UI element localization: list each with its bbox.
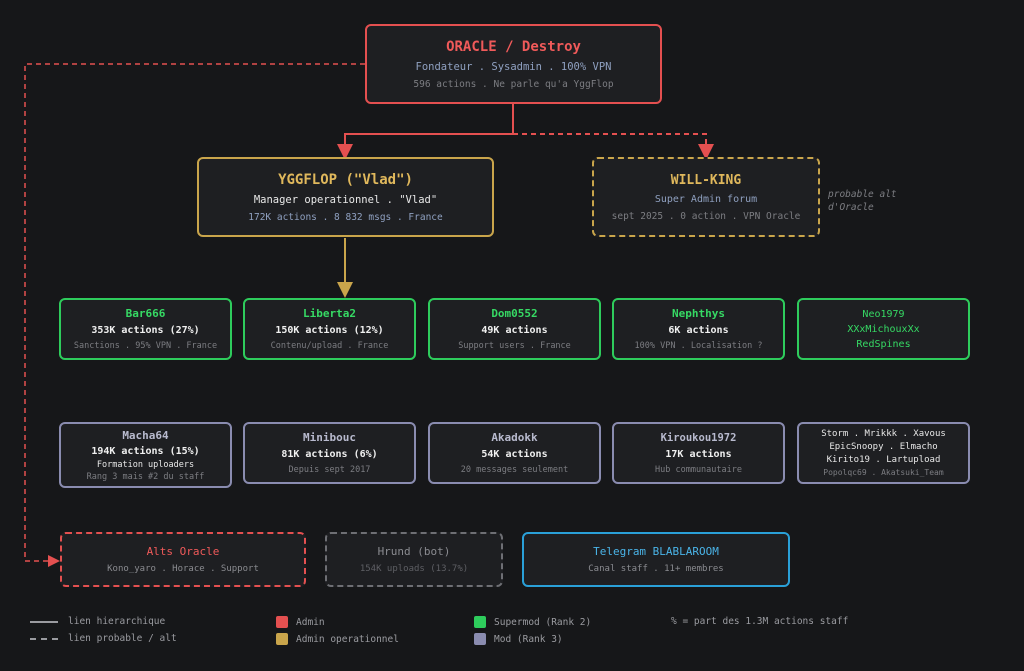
mod-actions: 194K actions (15%)	[91, 445, 200, 457]
alts-oracle-node[interactable]: Alts Oracle Kono_yaro . Horace . Support	[60, 532, 306, 587]
mod-detail: Formation uploaders	[96, 459, 195, 470]
supermod-node[interactable]: Dom0552 49K actions Support users . Fran…	[428, 298, 601, 360]
mod-detail-extra: Rang 3 mais #2 du staff	[86, 471, 205, 482]
mod-name: Minibouc	[303, 431, 356, 444]
mod-others-line: EpicSnoopy . Elmacho	[829, 442, 938, 452]
supermod-node[interactable]: Nephthys 6K actions 100% VPN . Localisat…	[612, 298, 785, 360]
legend-solid-label: lien hierarchique	[68, 616, 166, 627]
supermod-detail: Contenu/upload . France	[270, 341, 389, 351]
supermod-detail: 100% VPN . Localisation ?	[634, 341, 763, 351]
mod-swatch	[474, 633, 486, 645]
legend-supermod: Supermod (Rank 2)	[474, 616, 591, 628]
mod-node[interactable]: Akadokk 54K actions 20 messages seulemen…	[428, 422, 601, 484]
solid-line-icon	[30, 620, 58, 623]
mod-node[interactable]: Macha64 194K actions (15%) Formation upl…	[59, 422, 232, 488]
supermod-other-name: Neo1979	[862, 308, 905, 320]
willking-note-line2: d'Oracle	[828, 202, 874, 213]
mod-others-node[interactable]: Storm . Mrikkk . Xavous EpicSnoopy . Elm…	[797, 422, 970, 484]
supermod-name: Bar666	[125, 307, 166, 320]
willking-detail: sept 2025 . 0 action . VPN Oracle	[611, 210, 801, 222]
supermod-node[interactable]: Bar666 353K actions (27%) Sanctions . 95…	[59, 298, 232, 360]
legend-pct-label: % = part des 1.3M actions staff	[671, 616, 849, 627]
willking-note-line1: probable alt	[828, 189, 897, 200]
link-oracle-yggflop	[337, 104, 514, 160]
supermod-other-name: RedSpines	[856, 338, 911, 350]
link-oracle-alts	[24, 63, 365, 567]
mod-actions: 17K actions	[665, 448, 732, 460]
bot-detail: 154K uploads (13.7%)	[359, 564, 469, 574]
mod-others-line: Popolqc69 . Akatsuki_Team	[823, 468, 944, 477]
supermod-other-name: XXxMichouxXx	[847, 323, 920, 335]
willking-node[interactable]: WILL-KING Super Admin forum sept 2025 . …	[592, 157, 820, 237]
opadmin-swatch	[276, 633, 288, 645]
mod-name: Macha64	[122, 428, 169, 442]
legend-supermod-label: Supermod (Rank 2)	[494, 616, 592, 628]
legend-admin: Admin	[276, 616, 325, 628]
supermod-others-node[interactable]: Neo1979 XXxMichouxXx RedSpines	[797, 298, 970, 360]
alts-title: Alts Oracle	[146, 545, 220, 558]
oracle-role: Fondateur . Sysadmin . 100% VPN	[415, 60, 612, 73]
supermod-detail: Sanctions . 95% VPN . France	[73, 341, 218, 351]
legend-dashed: lien probable / alt	[30, 633, 177, 644]
willking-title: WILL-KING	[670, 172, 742, 188]
yggflop-role: Manager operationnel . "Vlad"	[253, 193, 438, 206]
admin-swatch	[276, 616, 288, 628]
oracle-node[interactable]: ORACLE / Destroy Fondateur . Sysadmin . …	[365, 24, 662, 104]
supermod-name: Liberta2	[303, 307, 356, 320]
supermod-actions: 150K actions (12%)	[275, 325, 384, 336]
mod-detail: Depuis sept 2017	[288, 465, 371, 475]
legend-admin-label: Admin	[296, 616, 325, 628]
telegram-detail: Canal staff . 11+ membres	[588, 564, 724, 574]
mod-name: Kiroukou1972	[660, 431, 737, 444]
telegram-title: Telegram BLABLAROOM	[593, 545, 719, 558]
mod-actions: 81K actions (6%)	[281, 449, 378, 460]
mod-name: Akadokk	[491, 431, 538, 444]
legend-dashed-label: lien probable / alt	[68, 633, 177, 644]
supermod-name: Dom0552	[491, 307, 538, 320]
mod-others-line: Storm . Mrikkk . Xavous	[821, 429, 946, 439]
link-oracle-willking	[513, 133, 714, 160]
yggflop-detail: 172K actions . 8 832 msgs . France	[248, 211, 443, 223]
supermod-swatch	[474, 616, 486, 628]
mod-node[interactable]: Minibouc 81K actions (6%) Depuis sept 20…	[243, 422, 416, 484]
supermod-name: Nephthys	[672, 307, 725, 320]
legend-mod-label: Mod (Rank 3)	[494, 633, 563, 645]
mod-others-line: Kirito19 . Lartupload	[826, 455, 941, 465]
legend-pct-note: % = part des 1.3M actions staff	[671, 616, 848, 627]
supermod-actions: 353K actions (27%)	[91, 325, 200, 336]
legend-opadmin: Admin operationnel	[276, 633, 399, 645]
mod-detail: Hub communautaire	[655, 464, 742, 475]
oracle-detail: 596 actions . Ne parle qu'a YggFlop	[413, 78, 614, 90]
yggflop-node[interactable]: YGGFLOP ("Vlad") Manager operationnel . …	[197, 157, 494, 237]
telegram-node[interactable]: Telegram BLABLAROOM Canal staff . 11+ me…	[522, 532, 790, 587]
mod-node[interactable]: Kiroukou1972 17K actions Hub communautai…	[612, 422, 785, 484]
bot-node[interactable]: Hrund (bot) 154K uploads (13.7%)	[325, 532, 503, 587]
mod-detail: 20 messages seulement	[460, 465, 569, 475]
alts-detail: Kono_yaro . Horace . Support	[107, 564, 259, 574]
willking-note: probable alt d'Oracle	[828, 188, 897, 214]
willking-role: Super Admin forum	[654, 193, 758, 205]
mod-actions: 54K actions	[481, 449, 548, 460]
bot-title: Hrund (bot)	[377, 545, 451, 558]
supermod-actions: 49K actions	[481, 325, 548, 336]
supermod-node[interactable]: Liberta2 150K actions (12%) Contenu/uplo…	[243, 298, 416, 360]
supermod-actions: 6K actions	[668, 325, 729, 336]
oracle-title: ORACLE / Destroy	[446, 38, 581, 55]
legend-opadmin-label: Admin operationnel	[296, 633, 399, 645]
legend-mod: Mod (Rank 3)	[474, 633, 563, 645]
dashed-line-icon	[30, 637, 58, 640]
supermod-detail: Support users . France	[458, 341, 571, 351]
yggflop-title: YGGFLOP ("Vlad")	[278, 171, 413, 188]
legend-solid: lien hierarchique	[30, 616, 165, 627]
